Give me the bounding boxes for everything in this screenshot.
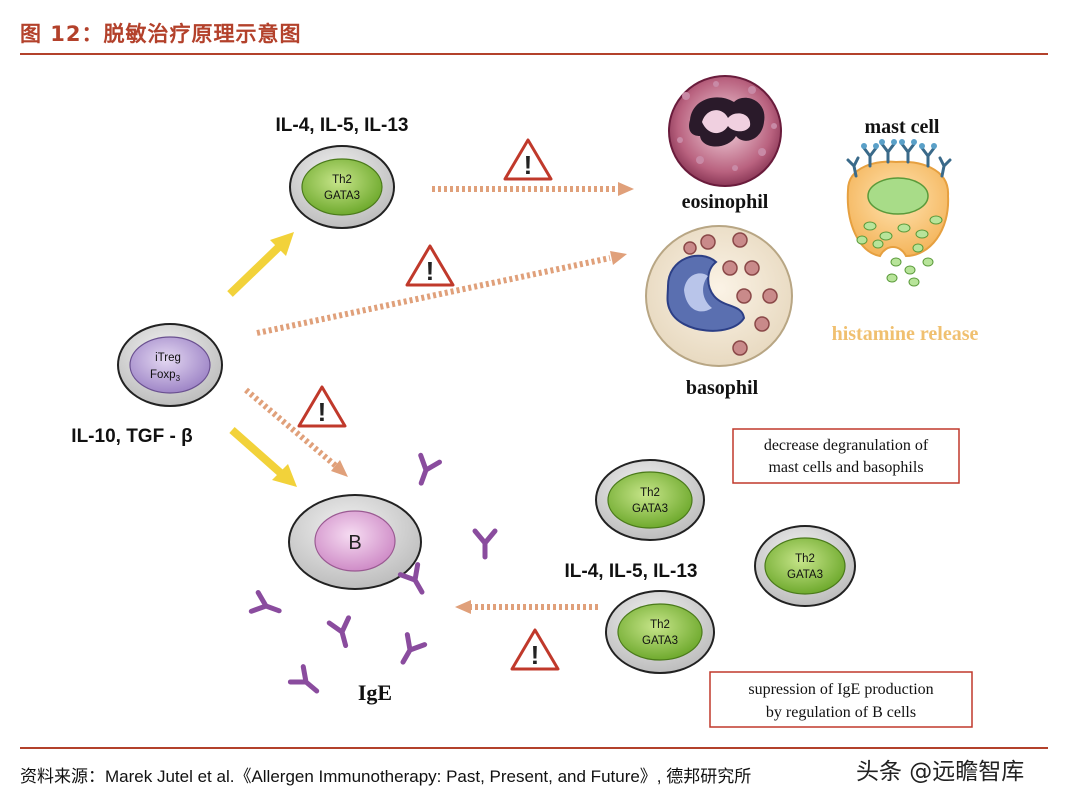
source-text: Marek Jutel et al.《Allergen Immunotherap… <box>105 767 662 786</box>
ige-label: IgE <box>358 680 392 705</box>
eosinophil-cell <box>668 75 782 187</box>
dotted-arrow-th2-to-bcell <box>455 600 598 614</box>
dotted-arrow-itreg-to-basophil <box>256 251 627 336</box>
th2-cytokines-bottom-label: IL-4, IL-5, IL-13 <box>564 561 697 582</box>
svg-text:!: ! <box>531 640 540 670</box>
itreg-line1: iTreg <box>155 352 181 364</box>
th2-mid-line2: GATA3 <box>632 503 668 515</box>
antibody-y-icon <box>248 589 282 614</box>
b-cell: B <box>288 494 422 590</box>
svg-text:!: ! <box>524 150 533 180</box>
th2-cytokines-top-label: IL-4, IL-5, IL-13 <box>275 115 408 136</box>
th2-top-line1: Th2 <box>332 174 352 186</box>
th2-top-line2: GATA3 <box>324 190 360 202</box>
b-cell-label: B <box>348 532 361 554</box>
figure-title: 图 12：脱敏治疗原理示意图 <box>20 22 302 46</box>
basophil-label: basophil <box>686 377 759 399</box>
dotted-arrow-itreg-to-bcell <box>244 387 348 477</box>
warning-triangle-icon: ! <box>510 628 560 671</box>
source-citation: 资料来源：Marek Jutel et al.《Allergen Immunot… <box>20 762 751 787</box>
antibody-y-icon <box>287 664 320 694</box>
itreg-cell: iTreg Foxp3 <box>117 323 223 407</box>
itreg-cytokines-label: IL-10, TGF - β <box>71 426 192 447</box>
th2-cell-bottom: Th2 GATA3 <box>605 590 715 674</box>
basophil-cell <box>645 225 793 367</box>
warning-triangle-icon: ! <box>503 138 553 181</box>
degranulation-line2: mast cells and basophils <box>768 459 923 476</box>
degranulation-box: decrease degranulation of mast cells and… <box>732 428 960 484</box>
th2-bottom-line2: GATA3 <box>642 635 678 647</box>
warning-triangle-icon: ! <box>405 244 455 287</box>
histamine-release-label: histamine release <box>832 323 979 345</box>
arrow-itreg-to-th2 <box>227 232 294 297</box>
th2-mid-line1: Th2 <box>640 487 660 499</box>
degranulation-line1: decrease degranulation of <box>764 437 929 454</box>
watermark: 头条 @远瞻智库 <box>852 752 1029 786</box>
th2-right-line1: Th2 <box>795 553 815 565</box>
antibody-y-icon <box>418 452 443 486</box>
th2-right-line2: GATA3 <box>787 569 823 581</box>
antibody-y-icon <box>397 562 425 595</box>
th2-cell-middle-left: Th2 GATA3 <box>595 459 705 541</box>
ige-suppression-line2: by regulation of B cells <box>766 704 916 721</box>
antibody-y-icon <box>326 615 352 649</box>
th2-cell-top: Th2 GATA3 <box>289 145 395 229</box>
arrow-itreg-to-bcell <box>229 427 297 487</box>
ige-suppression-box: supression of IgE production by regulati… <box>709 671 973 728</box>
svg-text:!: ! <box>318 397 327 427</box>
source-prefix: 资料来源： <box>20 767 105 787</box>
source-suffix: 德邦研究所 <box>666 767 752 787</box>
antibody-y-icon <box>400 632 428 665</box>
th2-bottom-line1: Th2 <box>650 619 670 631</box>
footer-rule <box>20 747 1048 749</box>
svg-text:!: ! <box>426 256 435 286</box>
antibody-y-icon <box>472 528 498 560</box>
title-rule <box>20 53 1048 55</box>
mast-cell-label: mast cell <box>865 116 940 138</box>
mast-cell <box>846 139 952 287</box>
dotted-arrow-th2-to-eosinophil <box>432 182 634 196</box>
ige-suppression-line1: supression of IgE production <box>748 681 933 698</box>
eosinophil-label: eosinophil <box>682 191 769 213</box>
itreg-line2: Foxp3 <box>150 369 181 383</box>
th2-cell-middle-right: Th2 GATA3 <box>754 525 856 607</box>
warning-triangle-icon: ! <box>297 385 347 428</box>
